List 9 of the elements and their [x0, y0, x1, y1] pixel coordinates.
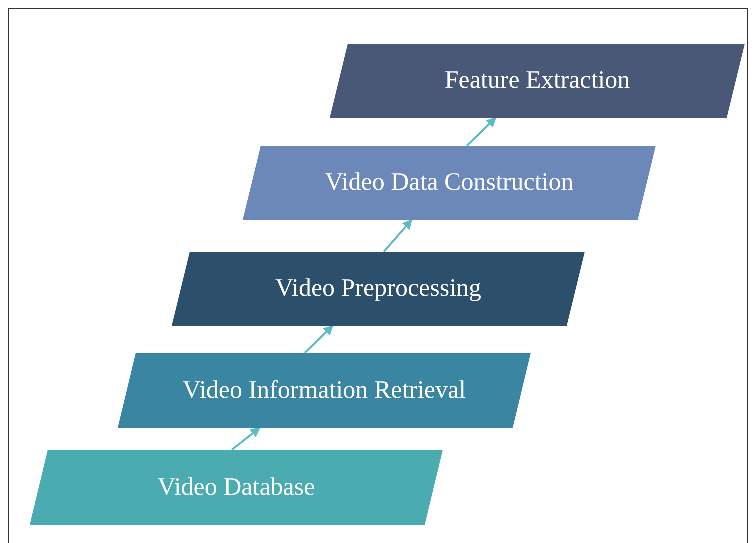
arrow [304, 325, 334, 354]
step-label: Feature Extraction [444, 66, 630, 96]
step-label: Video Information Retrieval [182, 376, 466, 406]
arrow [466, 117, 497, 147]
arrow [231, 427, 261, 451]
arrow [383, 219, 413, 253]
step-label: Video Database [158, 472, 316, 503]
step-label: Video Data Construction [325, 168, 574, 198]
step-label: Video Preprocessing [275, 274, 482, 304]
